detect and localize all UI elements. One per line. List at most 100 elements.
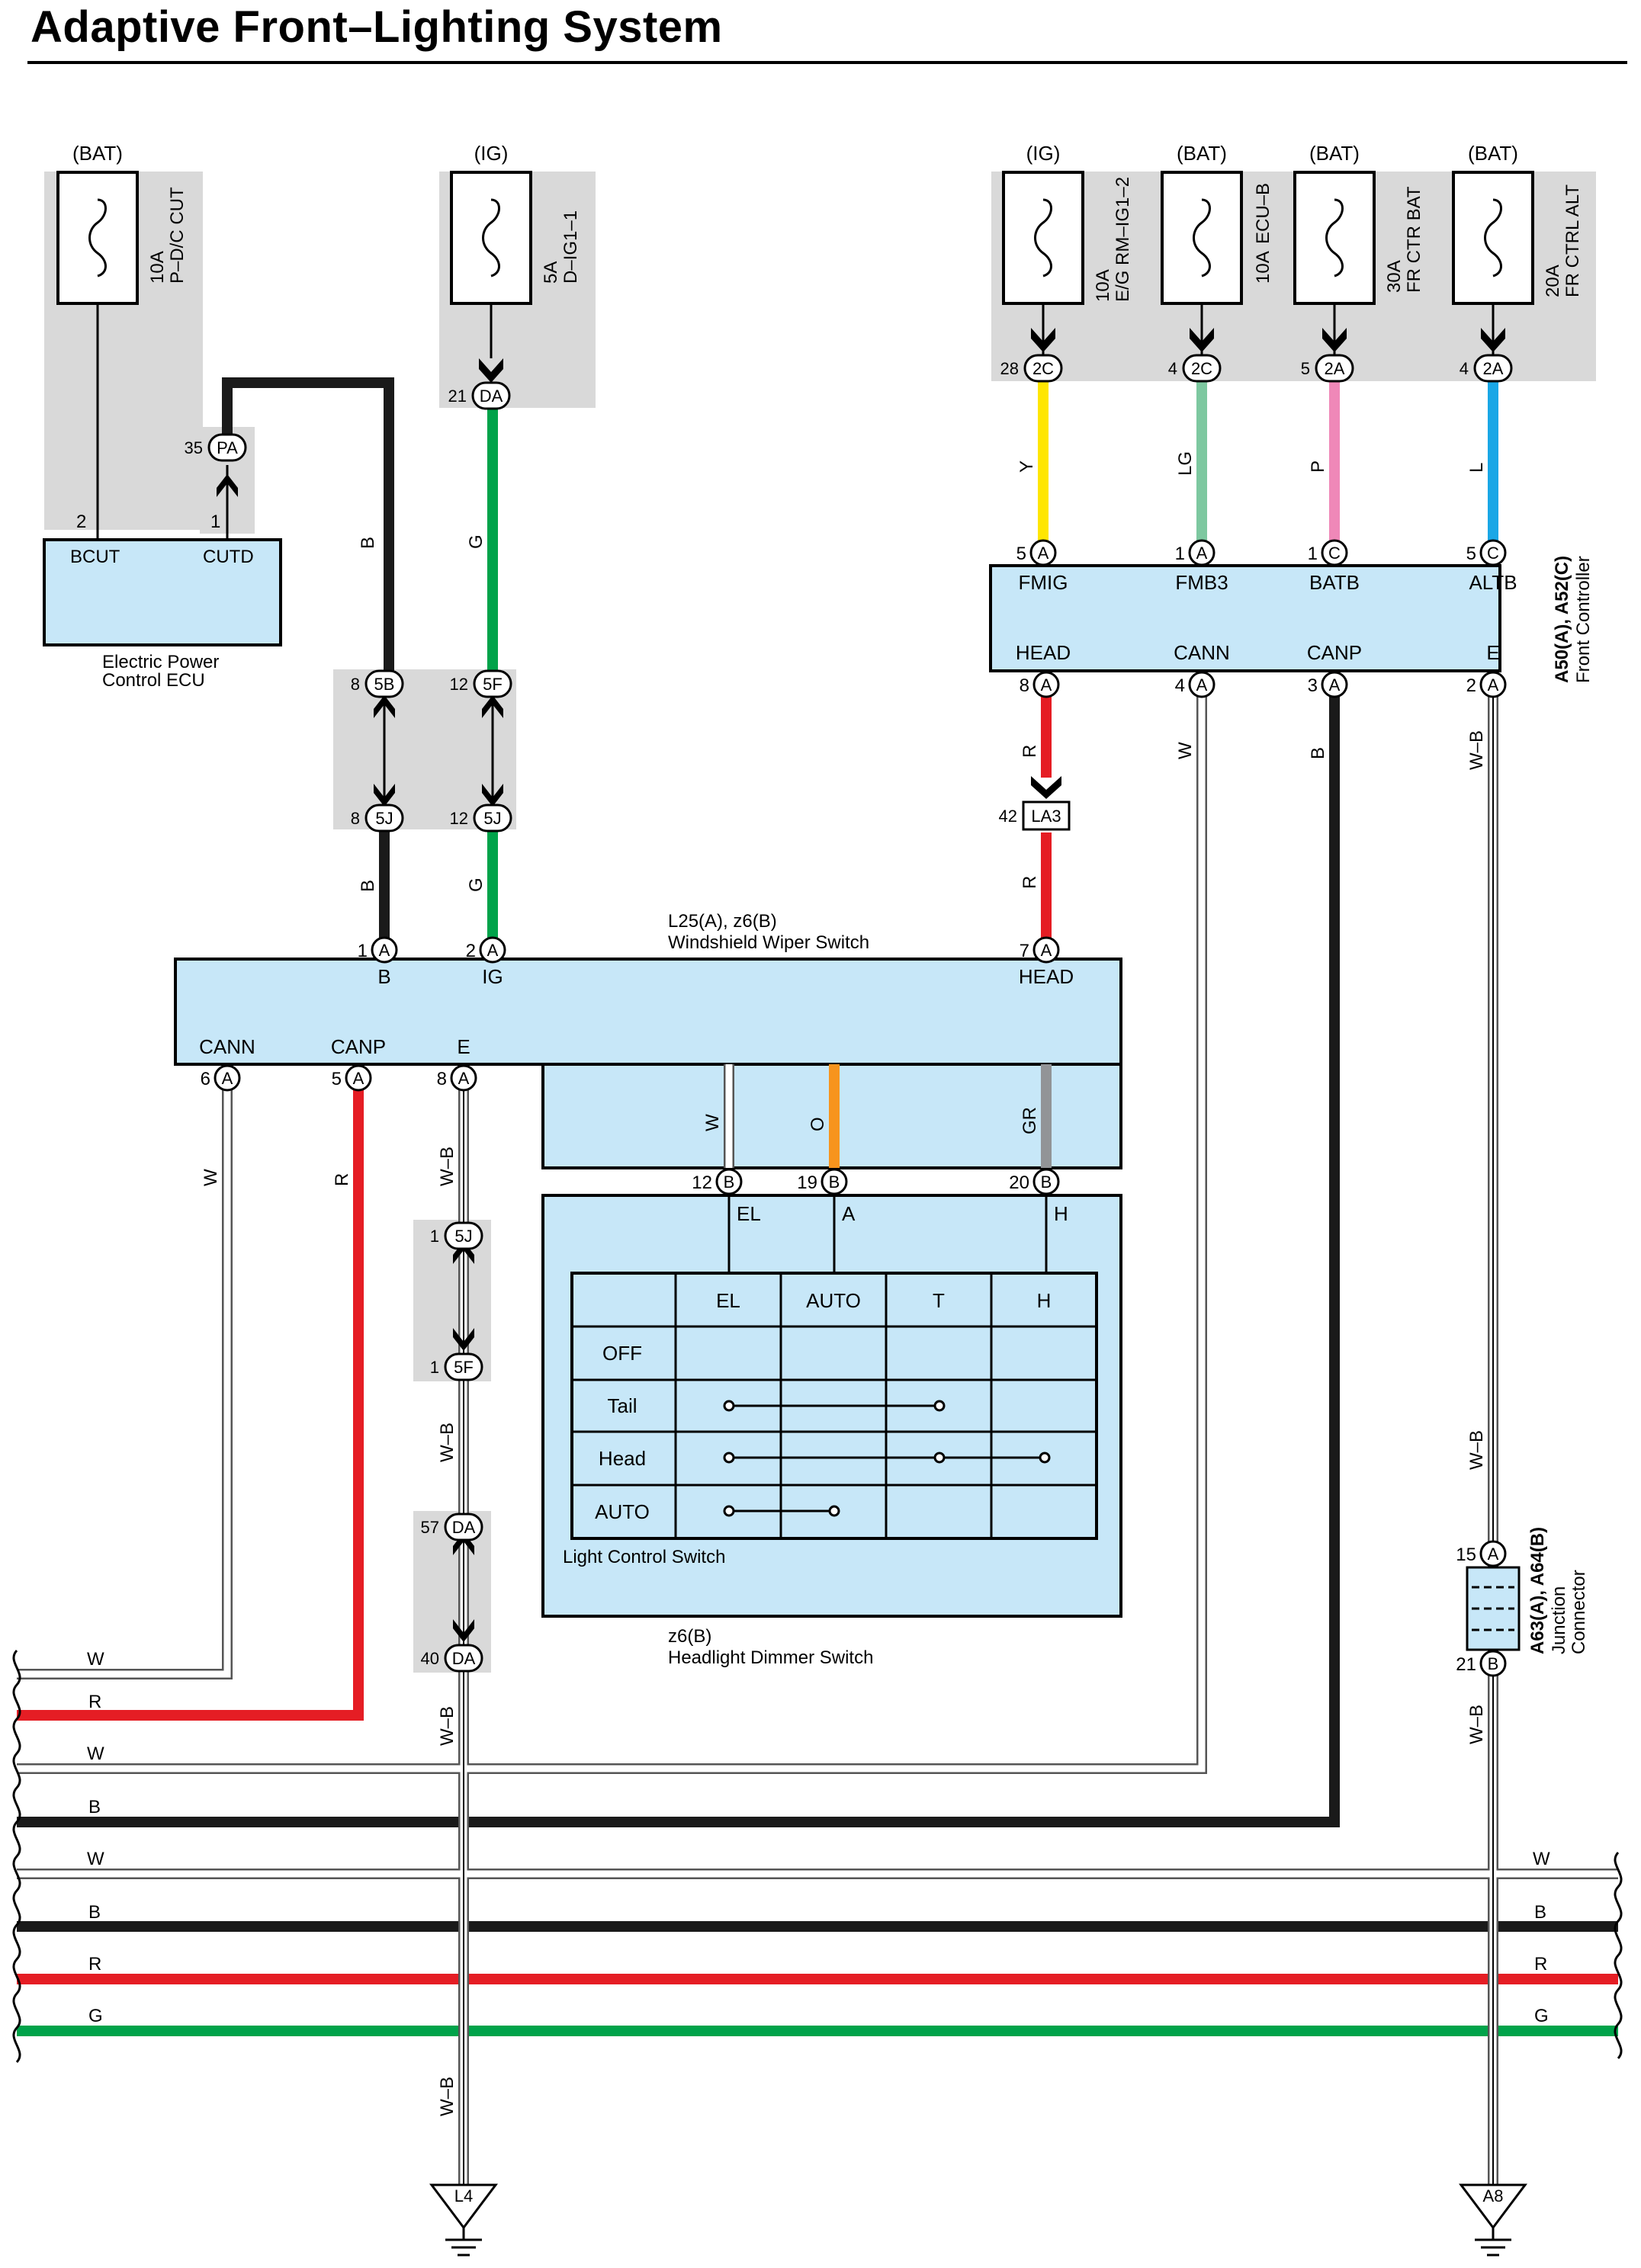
pin-fc-fmig [1029,539,1057,566]
wl-b-lower: B [358,880,378,892]
fuse-name-3: E/G RM–IG1–2 [1113,177,1133,302]
ds-label-el: EL [737,1202,761,1225]
conn-5j-c-id: 5J [454,1227,472,1246]
ws-bot-num-2: 5 [332,1069,342,1089]
conn-5b-oval [364,669,404,698]
ws-label-cann: CANN [199,1035,255,1058]
wl-wb-ws-2: W–B [437,1423,458,1462]
conn-2a-a-pin: 5 [1301,359,1310,378]
arrow-da-40 [453,1619,474,1642]
wire-w-cann-ws [17,1090,231,1678]
title-rule [27,61,1627,64]
arrow-2c-2 [1190,328,1214,352]
connector-ids: PA DA 2C 2C 2A 2A 5B 5F 5J 5J LA3 5J 5F … [217,359,1504,1668]
ws-top-id-2: A [487,941,499,960]
fuse-element-1 [88,198,107,277]
dot-head-el [723,1452,735,1464]
connector-arrows [217,328,1505,1642]
arrow-la3 [1031,776,1061,799]
pin-fc-canp [1321,671,1348,698]
bl-right-3: R [1534,1954,1547,1974]
fuse-source-6: (BAT) [1468,142,1518,165]
jc-name-1: Junction [1549,1586,1569,1654]
wl-w-ws: W [201,1169,221,1186]
page-title: Adaptive Front–Lighting System [31,2,723,52]
dot-tail-t [933,1400,946,1412]
wl-wb-ws-3: W–B [437,1706,458,1746]
fc-top-id-3: C [1328,544,1341,563]
ws-top-id-3: A [1041,941,1052,960]
pin-fc-head [1032,671,1060,698]
fuse-pdc-cut [56,171,139,305]
fc-bot-num-4: 2 [1466,675,1476,696]
conn-5j-b-id: 5J [483,809,501,828]
jc-code: A63(A), A64(B) [1527,1527,1548,1654]
fuse-name-4: ECU–B [1253,183,1273,244]
conn-5f-b-oval [444,1352,483,1381]
table-col-el: EL [716,1289,740,1312]
conn-da-57-pin: 57 [421,1518,439,1537]
arrow-5j-1 [374,784,395,807]
switch-table [570,1272,1098,1540]
table-row-head: Head [599,1447,646,1470]
ds-id-1: B [724,1172,735,1192]
bus-labels-left: W R W B W B R G [87,1649,104,2026]
wire-b-canp-fc [17,695,1340,1827]
dot-tail-el [723,1400,735,1412]
jc-id-b: B [1488,1654,1499,1673]
wire-w-cann-ws-o [17,1090,233,1679]
pin-ws-b [371,936,398,964]
ds-id-3: B [1041,1172,1052,1192]
fuse-element-6 [1484,198,1502,277]
ds-num-1: 12 [692,1172,712,1193]
fc-bot-id-2: A [1196,675,1208,695]
bl-left-6: B [88,1902,101,1923]
fc-bot-num-2: 4 [1175,675,1185,696]
fuse-element-4 [1193,198,1211,277]
ecu-name-1: Electric Power [102,652,219,672]
fuse-element-3 [1034,198,1052,277]
fuse-source-3: (IG) [1026,142,1061,165]
arrow-5j-2 [482,784,503,807]
bl-left-5: W [87,1849,104,1869]
fc-label-batb: BATB [1309,571,1360,594]
bl-left-1: W [87,1649,104,1670]
table-caption: Light Control Switch [563,1547,725,1567]
conn-da-40-id: DA [452,1649,476,1668]
fc-label-fmig: FMIG [1019,571,1068,594]
fc-bot-num-3: 3 [1308,675,1318,696]
ds-code: z6(B) [668,1626,711,1647]
fc-top-id-4: C [1487,544,1499,563]
fuse-egrm [1002,171,1084,305]
fc-bot-id-4: A [1488,675,1499,695]
wavy-edges [12,1649,1623,2064]
connector-pins: 35 21 28 4 5 4 8 12 8 12 42 1 1 57 40 [185,359,1469,1668]
table-col-auto: AUTO [806,1289,861,1312]
electric-power-control-ecu-box [43,538,282,646]
conn-2a-a-id: 2A [1325,359,1345,378]
pin-ds-el [715,1168,743,1195]
ds-num-3: 20 [1009,1172,1029,1193]
conn-5j-a-oval [364,804,404,832]
jc-num-b: 21 [1456,1654,1476,1675]
ground-labels: L4 A8 [454,2186,1504,2205]
ws-name: Windshield Wiper Switch [668,932,869,953]
wavy-edge-left [12,1649,21,2064]
conn-5f-oval [473,669,512,698]
ws-bot-id-3: A [458,1069,470,1088]
ecu-label-cutd: CUTD [203,547,254,567]
fuse-source-1: (BAT) [72,142,123,165]
fuse-amp-3: 10A [1093,269,1113,302]
fc-top-num-2: 1 [1175,544,1185,564]
conn-5j-a-id: 5J [375,809,393,828]
ecu-pin-2: 2 [76,512,86,532]
dimmer-switch-text: B B B 12 19 20 EL A H EL AUTO T H OFF Ta… [563,1172,1068,1668]
conn-da-oval [471,381,511,410]
wl-wb-ws-1: W–B [437,1147,458,1186]
jc-name-2: Connector [1569,1570,1589,1654]
wl-wb-fc: W–B [1466,730,1487,770]
color-wires [17,377,1618,2036]
fuse-frctrbat [1293,171,1376,305]
wire-w-cann-fc [17,695,1206,1772]
fc-code: A50(A), A52(C) [1552,556,1572,683]
